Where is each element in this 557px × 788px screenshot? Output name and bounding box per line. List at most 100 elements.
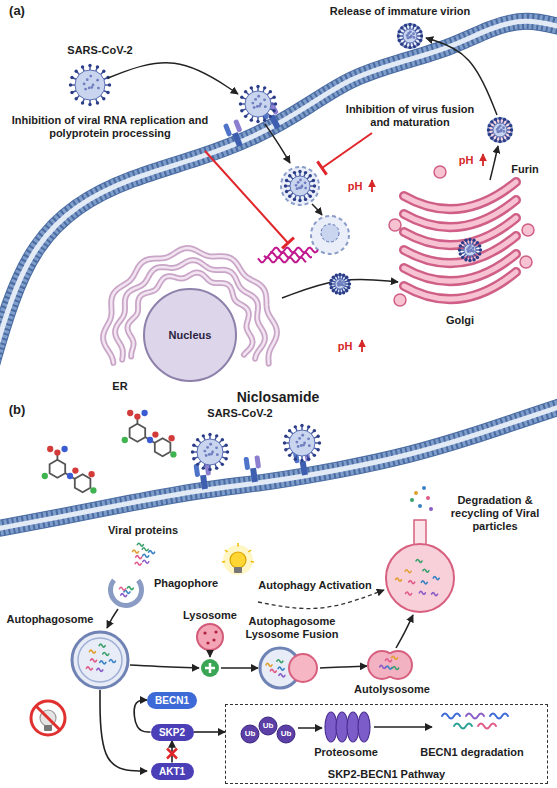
- protein-fragment: [406, 592, 412, 595]
- process-label: Degradation & recycling of Viral particl…: [437, 494, 553, 533]
- genome-dot: [295, 441, 298, 444]
- golgi-vesicle: [389, 219, 401, 231]
- inhibition-bar: [317, 161, 326, 174]
- flow-arrow: [490, 146, 498, 180]
- genome-dot: [307, 437, 310, 440]
- spike-tip: [75, 70, 78, 73]
- inhibition-bar: [282, 238, 294, 249]
- inhibition-label: Inhibition of viral RNA replication and …: [7, 114, 213, 140]
- bulb-ray: [248, 550, 251, 552]
- spike-tip: [272, 109, 275, 112]
- spike-tip: [404, 24, 407, 27]
- virus-body: [289, 430, 315, 456]
- nucleus: Nucleus: [142, 287, 238, 383]
- ubiquitin: [241, 725, 259, 743]
- recycled-particle: [414, 491, 418, 495]
- protein-fragment: [380, 665, 386, 668]
- lysosome: [197, 624, 223, 650]
- inhibition-label-text: Inhibition of virus fusion and maturatio…: [346, 103, 474, 128]
- protein-fragment: [86, 667, 92, 670]
- spike-tip: [309, 195, 312, 198]
- spike-tip: [106, 91, 109, 94]
- genome-dot: [254, 98, 257, 101]
- vesicle: [331, 275, 349, 293]
- spike-tip: [461, 241, 464, 244]
- protein-fragment: [127, 587, 133, 590]
- genome-dot: [92, 84, 95, 87]
- spike-tip: [487, 128, 490, 131]
- spike-tip: [398, 39, 401, 42]
- spike-tip: [300, 424, 303, 427]
- protein-fragment: [137, 543, 143, 546]
- prohibition-ring: [31, 701, 65, 735]
- ph-label: pH: [344, 180, 366, 193]
- recycled-particle: [426, 496, 430, 500]
- complex-label-text: Proteosome: [314, 746, 378, 758]
- protein-fragment: [133, 550, 139, 553]
- genome-dot: [296, 187, 299, 190]
- ph-label-text: pH: [459, 154, 474, 166]
- protein-fragment: [393, 667, 399, 670]
- spike-tip: [240, 96, 243, 99]
- flow-arrow: [265, 124, 290, 163]
- organelle-label: Autophagosome: [3, 613, 97, 626]
- genome-dot: [503, 130, 506, 133]
- spike-tip: [413, 24, 416, 27]
- atom: [61, 446, 67, 452]
- genome-dot: [472, 247, 475, 250]
- spike-tip: [196, 463, 199, 466]
- process-label: Autophagy Activation: [247, 579, 383, 592]
- pathway-arrow: [194, 731, 226, 733]
- protein-fragment: [149, 551, 155, 554]
- spike-tip: [284, 184, 287, 187]
- spike-tip: [283, 441, 286, 444]
- genome-dot: [298, 437, 301, 440]
- genome-dot: [502, 126, 505, 129]
- flow-arrow: [396, 615, 413, 648]
- ubiquitin-tag: Ub: [277, 729, 295, 739]
- genome-dot: [407, 32, 410, 35]
- organelle-label-text: Golgi: [446, 314, 474, 326]
- spike-tip: [506, 120, 509, 123]
- spike-tip: [75, 97, 78, 100]
- pathway-box-text: SKP2-BECN1 Pathway: [328, 767, 445, 781]
- virus-body: [403, 29, 417, 43]
- golgi-lumen: [404, 218, 516, 245]
- ph-rise-arrow: [371, 180, 373, 192]
- flow-arrow: [209, 651, 211, 657]
- flow-arrow: [312, 204, 322, 215]
- organelle-label-text: Lysosome: [183, 609, 237, 621]
- spike-tip: [81, 65, 84, 68]
- autolysosome-lumen: [370, 654, 410, 676]
- spike-tip: [338, 292, 341, 295]
- flow-arrow: [130, 665, 199, 668]
- protein-fragment: [121, 594, 127, 597]
- spike-tip: [312, 179, 315, 182]
- genome-dot: [304, 181, 307, 184]
- spike-tip: [318, 441, 321, 444]
- organelle-label-text: ER: [112, 380, 127, 392]
- protein-fragment: [136, 556, 142, 559]
- benzene-ring: [75, 474, 91, 492]
- spike-tip: [472, 239, 475, 242]
- spike-tip: [342, 274, 345, 277]
- spike-tip: [244, 115, 247, 118]
- spike-tip: [468, 259, 471, 262]
- protein-fragment: [97, 668, 103, 671]
- spike-tip: [420, 34, 423, 37]
- atom: [90, 487, 96, 493]
- protein-fragment: [266, 663, 272, 666]
- spike-tip: [397, 34, 400, 37]
- spike-tip: [348, 282, 351, 285]
- genome-dot: [208, 453, 211, 456]
- niclosamide-molecule: [42, 446, 97, 494]
- protein-fragment: [100, 661, 106, 664]
- atom: [47, 446, 53, 452]
- genome-dot: [205, 454, 208, 457]
- recycled-particle: [429, 507, 433, 511]
- spike-tip: [272, 96, 275, 99]
- spike-tip: [309, 174, 312, 177]
- receptor-arm: [254, 455, 261, 469]
- bulb-ray: [237, 543, 239, 546]
